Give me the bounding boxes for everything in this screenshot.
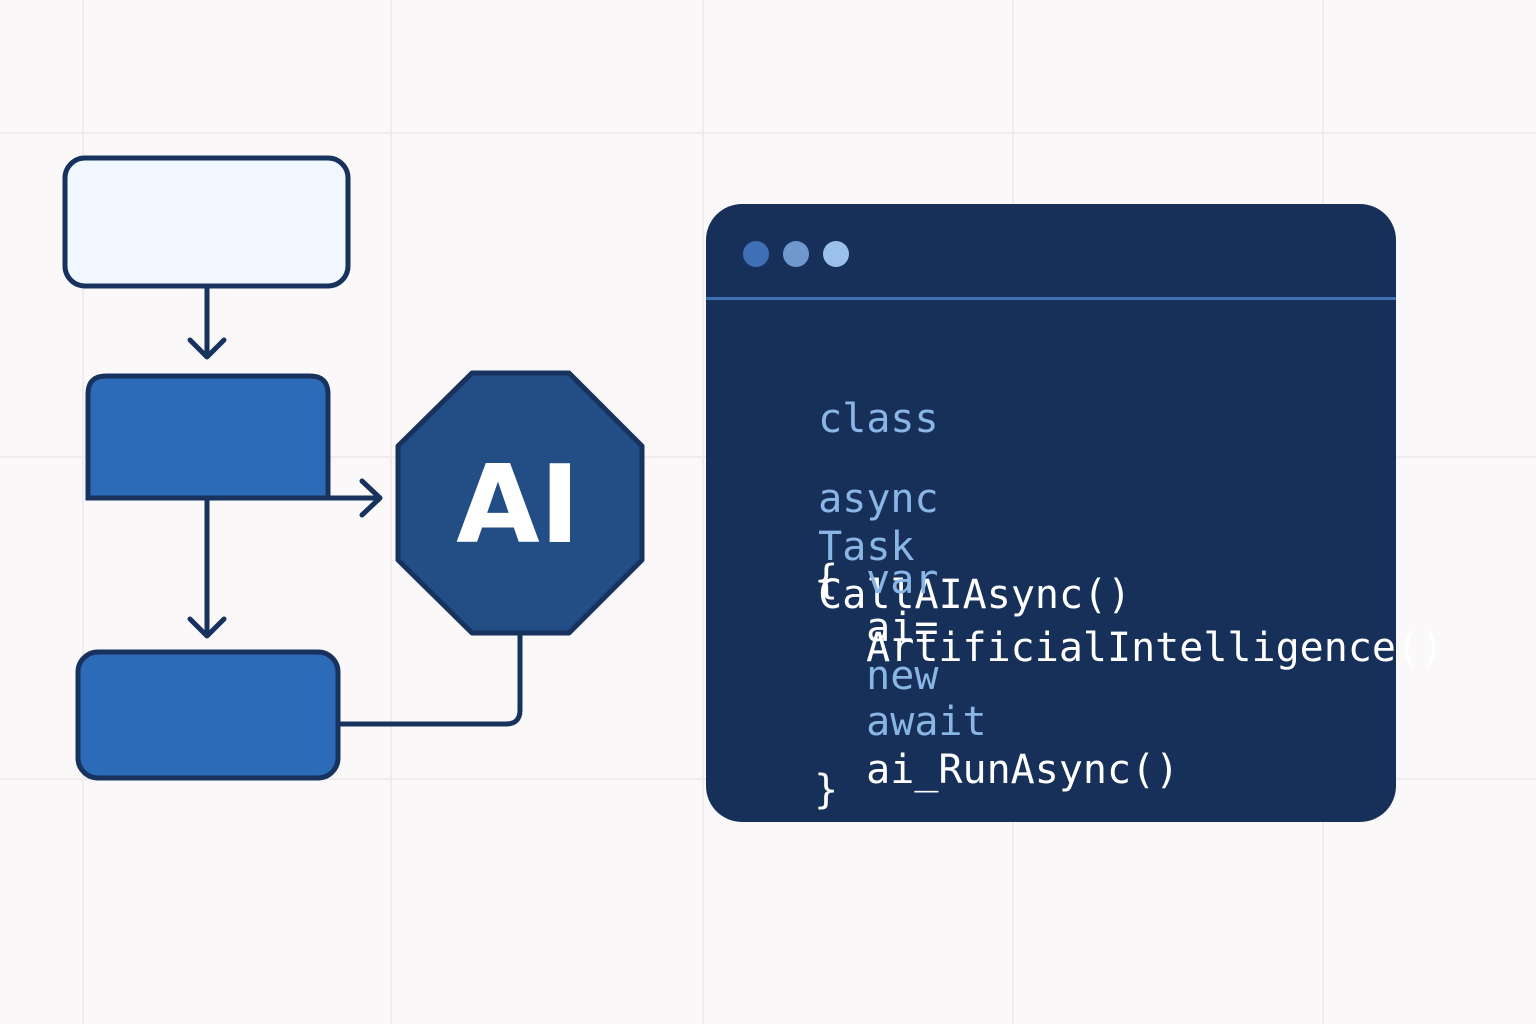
grid-line (702, 0, 704, 1024)
arrow-head-icon (187, 616, 227, 639)
code-brace: { (814, 557, 839, 603)
code-identifier: ArtificialIntelligence() (866, 625, 1445, 671)
ai-node (395, 370, 645, 636)
code-line-1: class (770, 347, 939, 443)
code-keyword: await (866, 699, 987, 745)
arrow-head-icon (187, 337, 227, 360)
window-dot-icon (823, 241, 849, 267)
code-line-2: async Task CallAIAsync() (770, 427, 1131, 619)
code-keyword: class (818, 396, 939, 442)
window-title-divider (706, 297, 1396, 300)
code-keyword: new (866, 653, 939, 699)
grid-line (82, 0, 84, 1024)
code-window (706, 204, 1396, 822)
code-operator: = (914, 605, 939, 651)
flow-box-top (62, 155, 351, 289)
flow-box-bottom (75, 649, 341, 781)
code-line-5: await ai_RunAsync() (818, 650, 1179, 794)
code-identifier: CallAIAsync() (818, 572, 1132, 618)
code-identifier: ai_RunAsync() (866, 747, 1180, 793)
flow-connector (340, 632, 523, 727)
code-brace: } (814, 767, 839, 813)
code-line-3-body: var ai= new (818, 508, 938, 700)
code-keyword: var (866, 557, 939, 603)
code-line-3: { (766, 508, 838, 604)
window-dot-icon (743, 241, 769, 267)
code-keyword: async (818, 476, 939, 522)
arrow-head-icon (359, 478, 383, 518)
code-identifier: ai (866, 605, 915, 651)
grid-line (0, 132, 1536, 134)
code-keyword: Task (818, 524, 915, 570)
flow-box-middle (85, 373, 331, 501)
ai-node-label: AI (456, 443, 580, 568)
window-dot-icon (783, 241, 809, 267)
grid-line (390, 0, 392, 1024)
code-line-4: ArtificialIntelligence() (818, 576, 1444, 672)
code-line-6: } (766, 718, 838, 814)
